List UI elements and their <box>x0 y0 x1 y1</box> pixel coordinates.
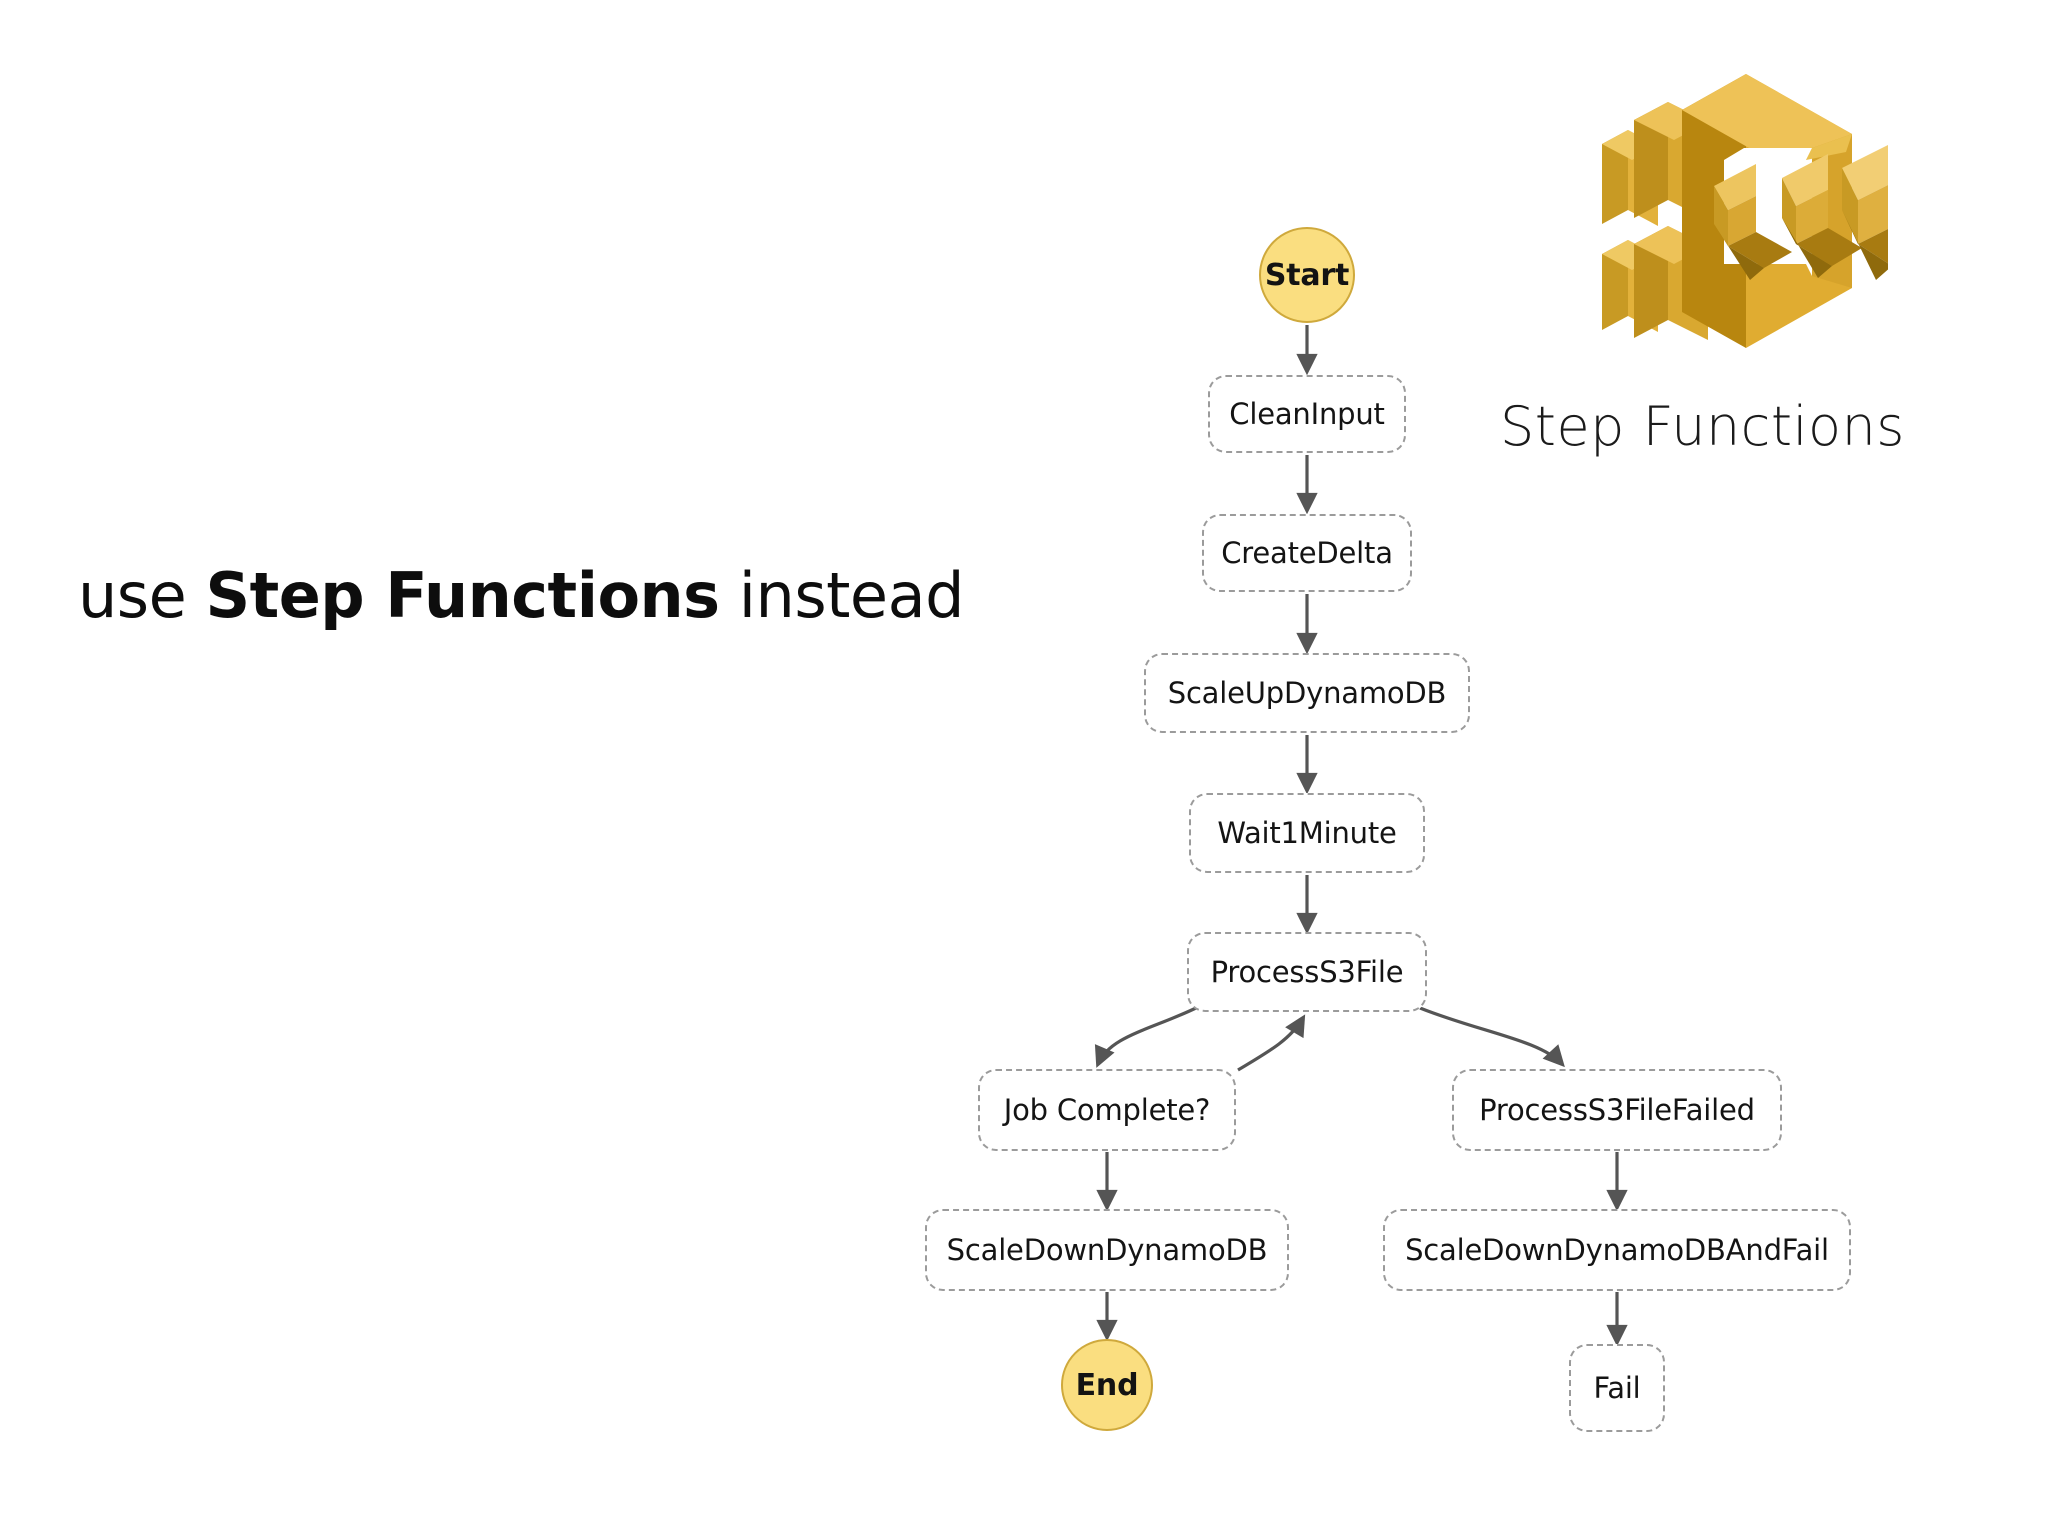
node-label: Start <box>1264 257 1350 293</box>
node-jobcomplete[interactable]: Job Complete? <box>978 1069 1236 1151</box>
node-label: Fail <box>1593 1371 1641 1405</box>
node-label: Job Complete? <box>1003 1093 1211 1127</box>
node-start[interactable]: Start <box>1259 227 1355 323</box>
node-scaledowndynamodb[interactable]: ScaleDownDynamoDB <box>925 1209 1289 1291</box>
node-processs3filefailed[interactable]: ProcessS3FileFailed <box>1452 1069 1782 1151</box>
node-label: End <box>1075 1367 1139 1403</box>
tagline-prefix: use <box>78 559 206 632</box>
brand-label: Step Functions <box>1500 395 1905 458</box>
node-wait1minute[interactable]: Wait1Minute <box>1189 793 1425 873</box>
tagline-suffix: instead <box>719 559 965 632</box>
node-cleaninput[interactable]: CleanInput <box>1208 375 1406 453</box>
aws-step-functions-logo-icon <box>1596 68 1888 354</box>
tagline-emphasis: Step Functions <box>205 559 720 632</box>
node-label: Wait1Minute <box>1217 816 1397 850</box>
node-fail[interactable]: Fail <box>1569 1344 1665 1432</box>
node-scaledowndynamodbandfail[interactable]: ScaleDownDynamoDBAndFail <box>1383 1209 1851 1291</box>
node-scaleupdynamodb[interactable]: ScaleUpDynamoDB <box>1144 653 1470 733</box>
node-label: CleanInput <box>1229 397 1385 431</box>
node-label: ProcessS3FileFailed <box>1479 1093 1755 1127</box>
node-label: CreateDelta <box>1221 536 1393 570</box>
edge-processs3file-jobcomplete <box>1094 1006 1197 1068</box>
node-label: ScaleDownDynamoDBAndFail <box>1405 1233 1829 1267</box>
edge-processs3file-processs3filefailed <box>1419 1006 1565 1068</box>
edge-jobcomplete-processs3file-retry <box>1237 1014 1306 1072</box>
node-label: ScaleUpDynamoDB <box>1167 676 1447 710</box>
node-label: ProcessS3File <box>1210 955 1404 989</box>
node-end[interactable]: End <box>1061 1339 1153 1431</box>
node-processs3file[interactable]: ProcessS3File <box>1187 932 1427 1012</box>
page-title: use Step Functions instead <box>78 559 965 632</box>
node-createdelta[interactable]: CreateDelta <box>1202 514 1412 592</box>
node-label: ScaleDownDynamoDB <box>946 1233 1268 1267</box>
